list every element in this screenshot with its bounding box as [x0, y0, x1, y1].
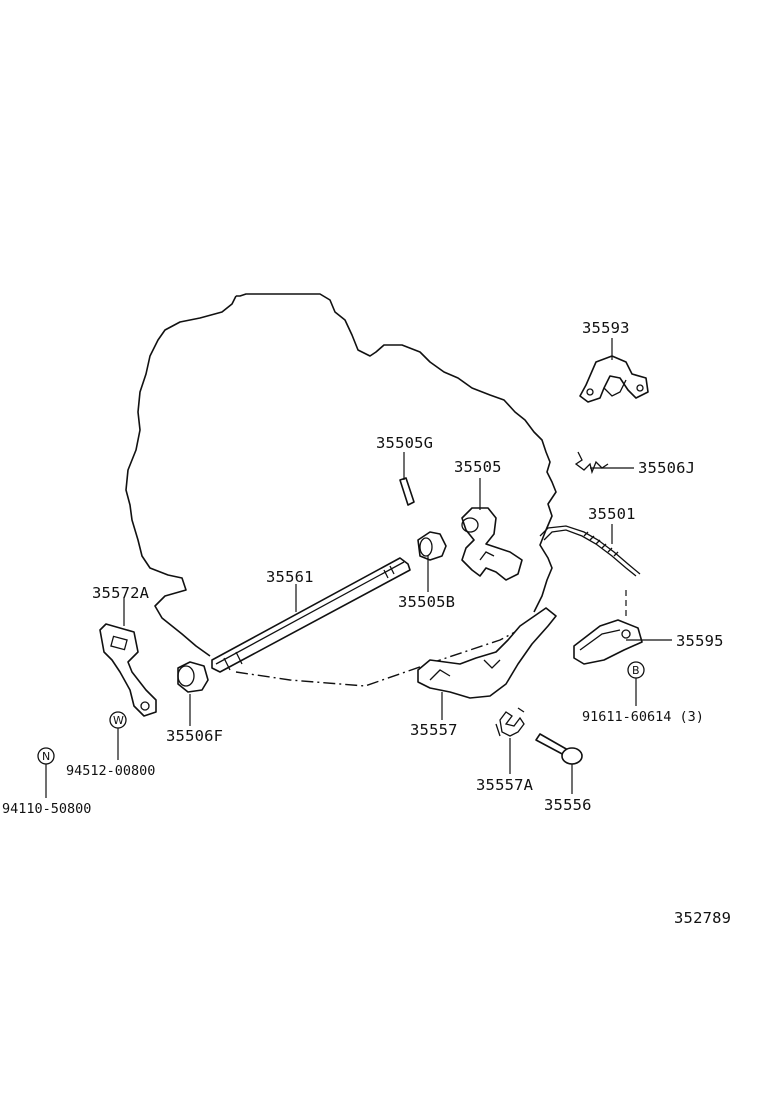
- label-35501: 35501: [588, 505, 636, 523]
- part-35593-bracket: [579, 355, 649, 403]
- marker-n-letter: N: [42, 750, 50, 763]
- label-35572A: 35572A: [92, 584, 150, 602]
- part-35572A-bracket: [99, 623, 157, 717]
- label-91611-60614: 91611-60614 (3): [582, 709, 704, 725]
- label-35561: 35561: [266, 568, 314, 586]
- part-35561-shaft: [211, 557, 411, 673]
- label-35506F: 35506F: [166, 727, 223, 745]
- part-35557A-spring: [495, 707, 525, 737]
- label-35557A: 35557A: [476, 776, 534, 794]
- label-35595: 35595: [676, 632, 724, 650]
- label-94512-00800: 94512-00800: [66, 763, 155, 779]
- part-35501-cable: [539, 525, 641, 577]
- label-35593: 35593: [582, 319, 630, 337]
- label-35557: 35557: [410, 721, 458, 739]
- part-35505G-pin: [399, 477, 415, 506]
- part-35506F-bushing: [177, 661, 209, 693]
- part-35557-lever: [417, 607, 557, 699]
- label-35506J: 35506J: [638, 459, 695, 477]
- part-35556-pin: [535, 733, 583, 765]
- label-35505G: 35505G: [376, 434, 433, 452]
- label-35505: 35505: [454, 458, 502, 476]
- label-94110-50800: 94110-50800: [2, 801, 91, 817]
- part-35595-bracket: [573, 619, 643, 665]
- transmission-case-outline: [125, 293, 557, 687]
- marker-w-letter: W: [113, 714, 124, 727]
- leader-lines: [45, 338, 672, 798]
- part-35506J-clip: [574, 451, 609, 475]
- label-35556: 35556: [544, 796, 592, 814]
- part-35505-lever: [461, 507, 523, 581]
- marker-b-letter: B: [632, 664, 640, 677]
- label-35505B: 35505B: [398, 593, 455, 611]
- illustration-number: 352789: [674, 909, 731, 927]
- part-35505B-bushing: [417, 531, 447, 561]
